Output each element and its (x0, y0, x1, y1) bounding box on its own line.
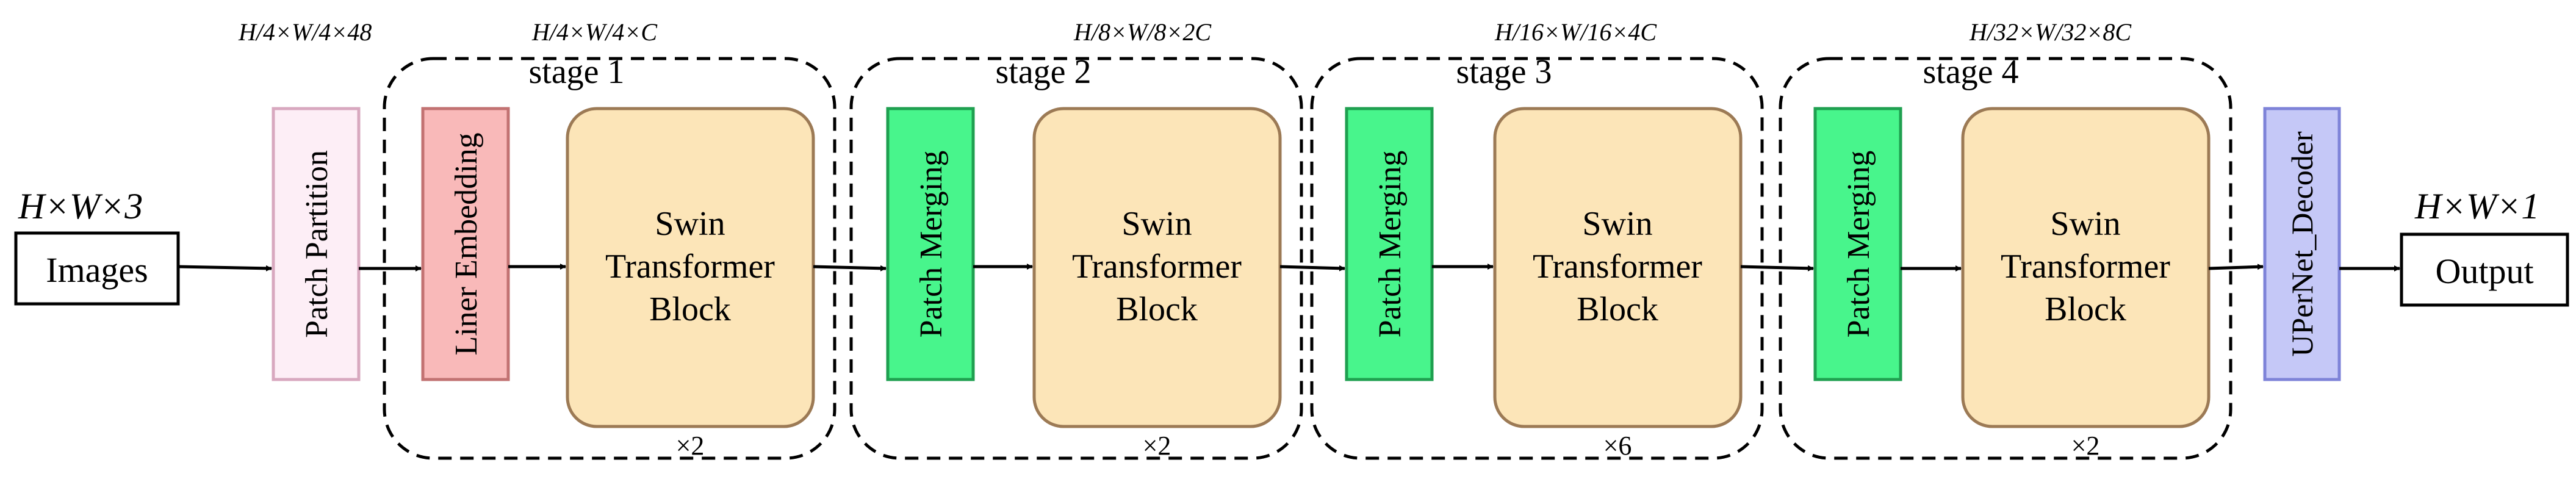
stage-1-swin-block-line-2: Transformer (605, 248, 775, 286)
stage-4-swin-block-line-2: Transformer (2001, 248, 2170, 286)
stage-2-title: stage 2 (995, 53, 1091, 91)
stage-4-swin-block-line-3: Block (2045, 290, 2126, 328)
stage-1-liner-embedding-box (421, 107, 510, 381)
stage-3-patch-merging-label: Patch Merging (1373, 151, 1408, 338)
stage-2-swin-block-line-1: Swin (1121, 205, 1192, 243)
stage-3-swin-block-line-2: Transformer (1533, 248, 1702, 286)
stage-3-dims-label: H/16×W/16×4C (1494, 18, 1657, 46)
stage-3-swin-block-line-1: Swin (1582, 205, 1652, 243)
stage-1-title: stage 1 (528, 53, 624, 91)
flow-arrows (178, 264, 2400, 272)
stage-3-title: stage 3 (1456, 53, 1552, 91)
stage-4-container (1779, 57, 2232, 460)
stage-2-patch-merging-label: Patch Merging (914, 151, 949, 338)
stage-2-swin-block-line-3: Block (1116, 290, 1198, 328)
stage-2-dims-label: H/8×W/8×2C (1073, 18, 1212, 46)
output-dims-label: H×W×1 (2414, 186, 2539, 226)
stage-1-swin-block-line-1: Swin (655, 205, 725, 243)
stage-4-patch-merging-label: Patch Merging (1841, 151, 1876, 338)
stage-2-patch-merging-box (886, 107, 975, 381)
images-box-label: Images (46, 250, 148, 290)
output-box (2400, 232, 2569, 307)
arrow-block-4-to-decoder (2208, 264, 2264, 270)
stage-1-dims-label: H/4×W/4×C (531, 18, 658, 46)
stage-4-dims-label: H/32×W/32×8C (1969, 18, 2132, 46)
stage-1-liner-embedding-label: Liner Embedding (449, 132, 484, 355)
stage-3-container (1310, 57, 1764, 460)
stage-2-repeat-label: ×2 (1143, 431, 1171, 461)
patch-partition-label: Patch Partition (300, 150, 334, 338)
arrow-block-2-to-merging-3 (1279, 265, 1345, 272)
input-dims-label: H×W×3 (18, 186, 143, 226)
stage-2-swin-block-line-2: Transformer (1072, 248, 1242, 286)
stage-4-patch-merging-box (1813, 107, 1902, 381)
output-box-label: Output (2435, 251, 2533, 291)
arrow-images-to-partition (178, 265, 272, 272)
upernet-decoder-label: UPerNet_Decoder (2285, 131, 2319, 357)
images-box (14, 231, 180, 306)
stage-1-swin-block-line-3: Block (649, 290, 731, 328)
stage-2-container (849, 57, 1303, 460)
stage-4-repeat-label: ×2 (2071, 431, 2100, 461)
patch-partition-box (272, 107, 361, 381)
stage-4-title: stage 4 (1923, 53, 2018, 91)
stage-4-swin-block-line-1: Swin (2050, 205, 2120, 243)
upernet-decoder-box (2263, 107, 2341, 381)
arrow-block-3-to-merging-4 (1740, 265, 1814, 272)
stage-1-repeat-label: ×2 (676, 431, 705, 461)
stage-3-swin-block-line-3: Block (1577, 290, 1658, 328)
arrow-block-1-to-merging-2 (813, 265, 887, 272)
patch-partition-dims-label: H/4×W/4×48 (238, 18, 372, 46)
stage-3-patch-merging-box (1345, 107, 1434, 381)
stage-1-container (383, 57, 836, 460)
stage-3-repeat-label: ×6 (1603, 431, 1632, 461)
